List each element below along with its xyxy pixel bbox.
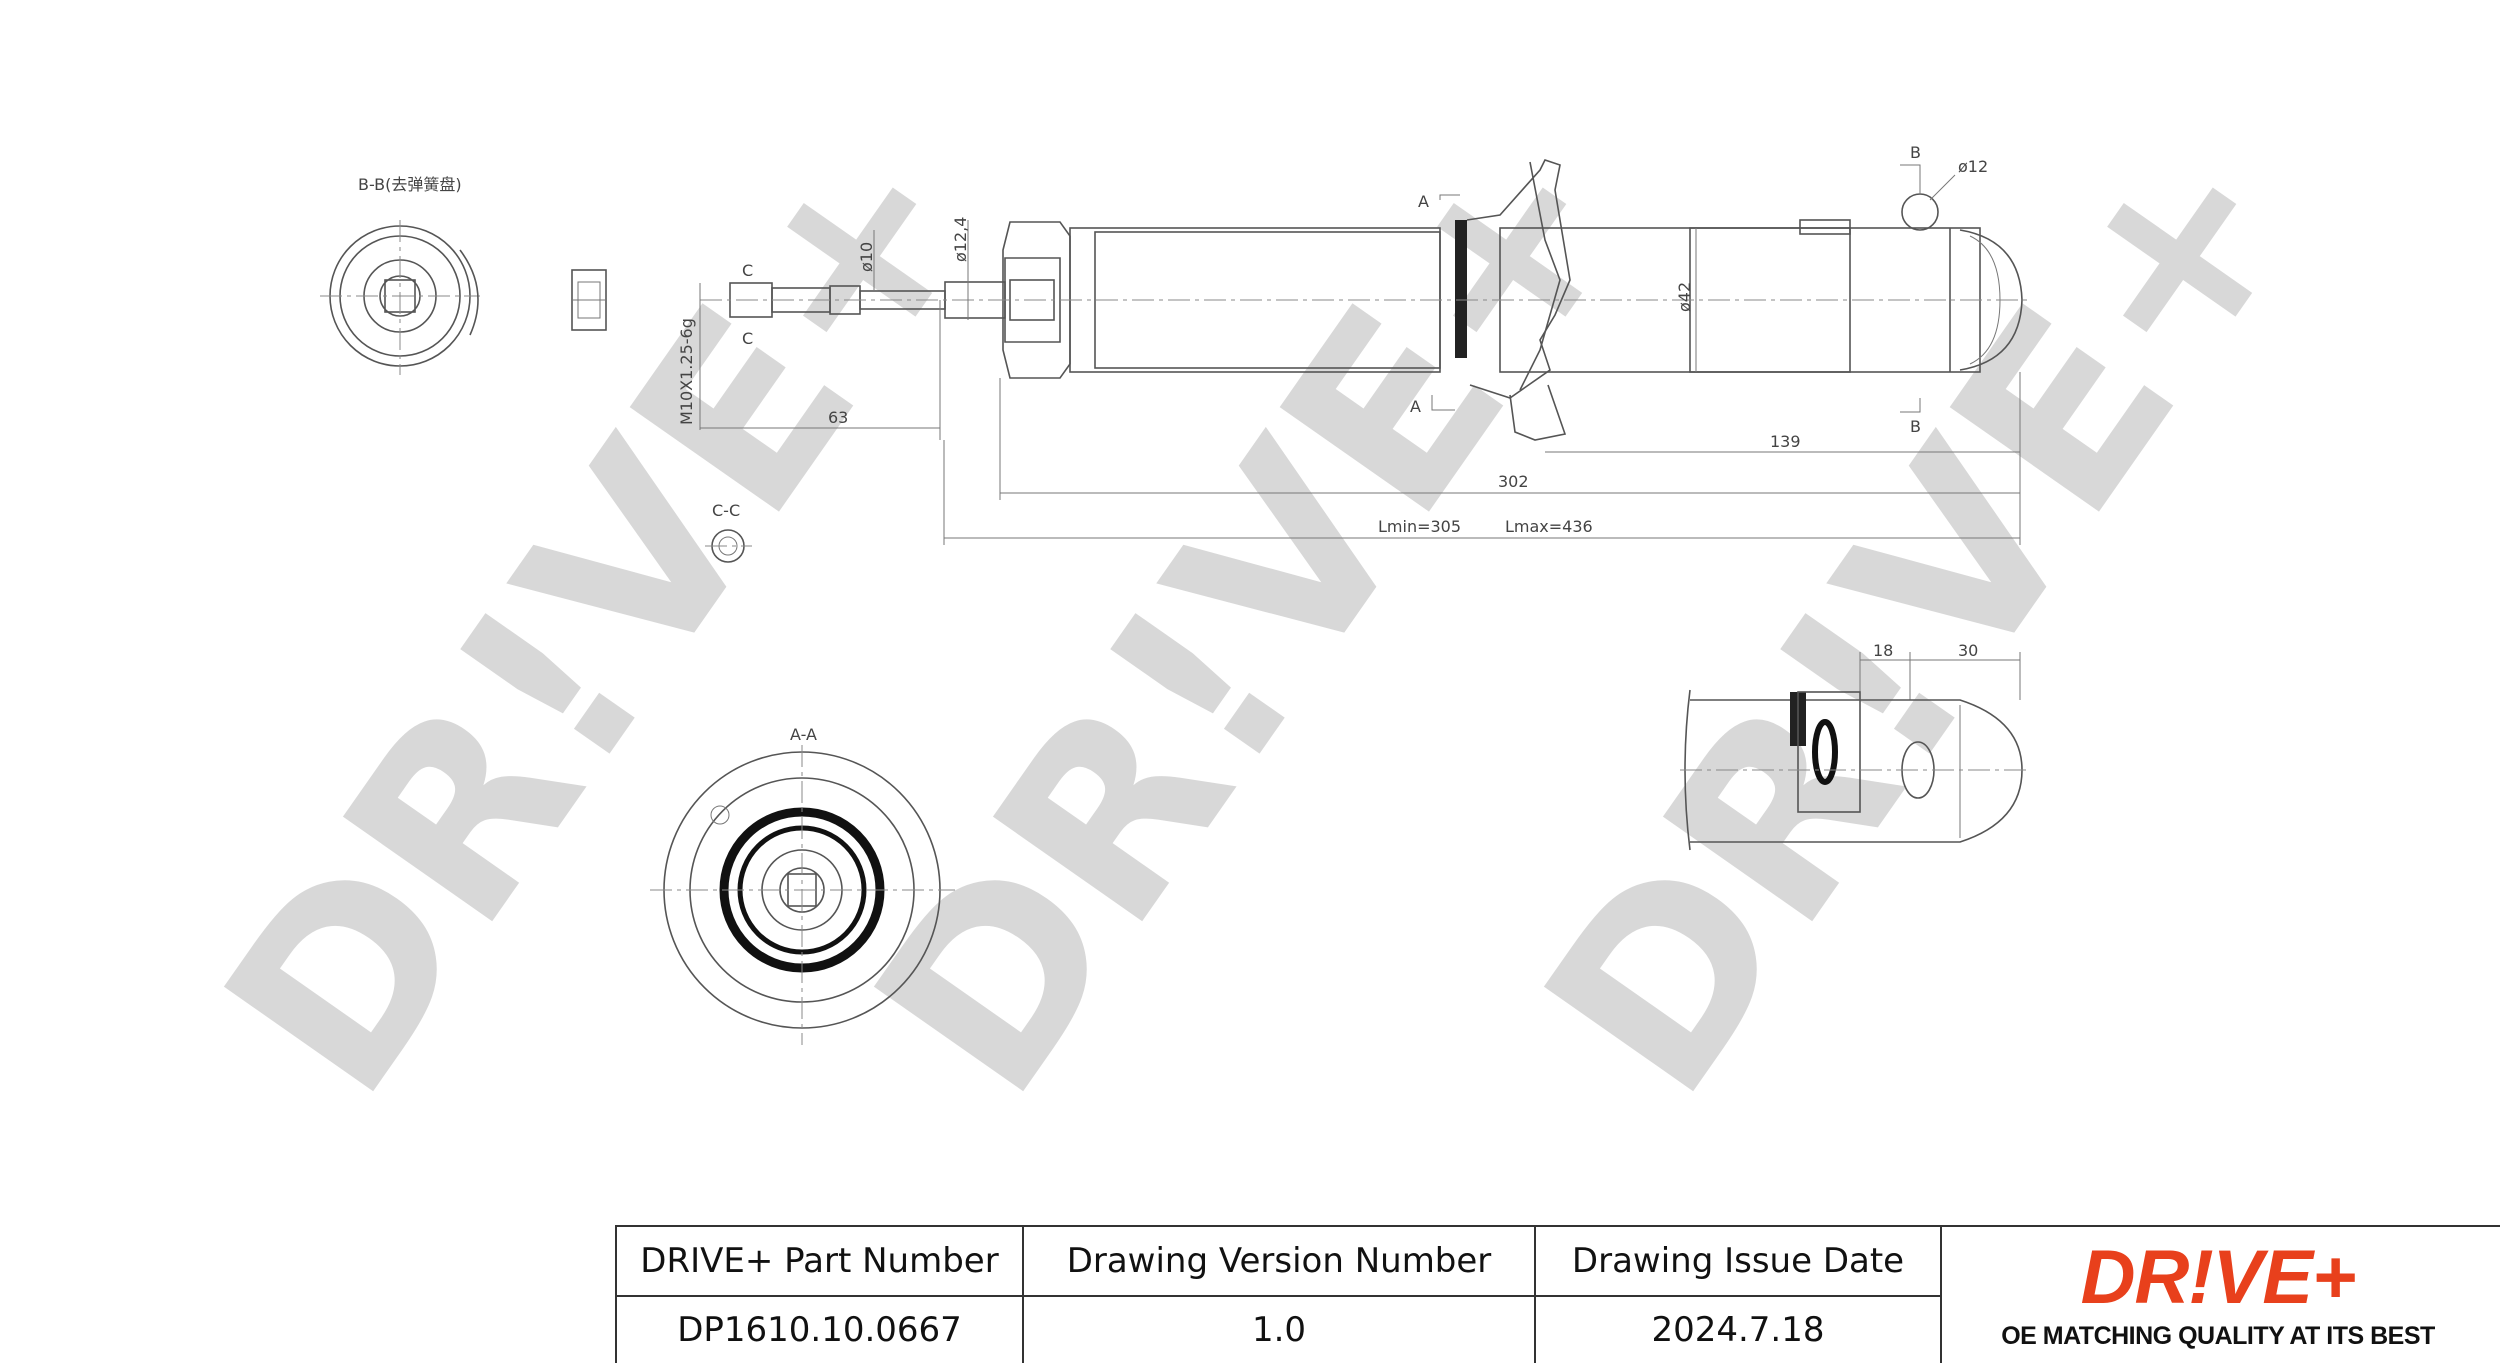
- issue-date-label: Drawing Issue Date: [1536, 1227, 1940, 1297]
- dim-d12-4: ø12,4: [951, 217, 970, 262]
- version-value: 1.0: [1251, 1310, 1307, 1350]
- dim-30: 30: [1958, 641, 1978, 660]
- dim-c-top: C: [742, 261, 753, 280]
- issue-date-value: 2024.7.18: [1651, 1310, 1825, 1350]
- section-bb-label: B-B(去弹簧盘): [358, 175, 462, 194]
- logo-tagline: OE MATCHING QUALITY AT ITS BEST: [2001, 1321, 2435, 1350]
- issue-date-column: Drawing Issue Date 2024.7.18: [1536, 1227, 1942, 1363]
- dim-63: 63: [828, 408, 848, 427]
- part-number-value: DP1610.10.0667: [677, 1310, 962, 1350]
- dim-lmax: Lmax=436: [1505, 517, 1593, 536]
- dim-d12: ø12: [1958, 157, 1988, 176]
- marker-a-bottom: A: [1410, 397, 1421, 416]
- dim-lmin: Lmin=305: [1378, 517, 1461, 536]
- watermark-group: DR!VE+ DR!VE+ DR!VE+: [170, 86, 2352, 1144]
- dim-18: 18: [1873, 641, 1893, 660]
- shock-absorber-side-view: M10X1.25-6g C C ø10 ø12,4 63 ø42 139 302…: [677, 143, 2030, 545]
- dim-c-bottom: C: [742, 329, 753, 348]
- section-cc-view: C-C: [705, 501, 752, 563]
- logo-wordmark: DR!VE+: [2080, 1234, 2357, 1320]
- section-cc-label: C-C: [712, 501, 740, 520]
- version-label: Drawing Version Number: [1024, 1227, 1534, 1297]
- section-aa-label: A-A: [790, 725, 817, 744]
- section-aa-view: A-A: [650, 725, 955, 1045]
- marker-b-bottom: B: [1910, 417, 1921, 436]
- dim-302: 302: [1498, 472, 1529, 491]
- dim-thread: M10X1.25-6g: [677, 318, 696, 425]
- dim-d10: ø10: [857, 242, 876, 272]
- dim-d42: ø42: [1675, 282, 1694, 312]
- section-bb-view: B-B(去弹簧盘): [320, 175, 607, 375]
- part-number-column: DRIVE+ Part Number DP1610.10.0667: [617, 1227, 1024, 1363]
- dim-139: 139: [1770, 432, 1801, 451]
- brand-logo: DR!VE+ OE MATCHING QUALITY AT ITS BEST: [1942, 1227, 2494, 1363]
- marker-a-top: A: [1418, 192, 1429, 211]
- part-number-label: DRIVE+ Part Number: [617, 1227, 1022, 1297]
- title-block: DRIVE+ Part Number DP1610.10.0667 Drawin…: [615, 1225, 2500, 1363]
- marker-b-top: B: [1910, 143, 1921, 162]
- detail-view: 18 30: [1680, 641, 2030, 851]
- version-column: Drawing Version Number 1.0: [1024, 1227, 1536, 1363]
